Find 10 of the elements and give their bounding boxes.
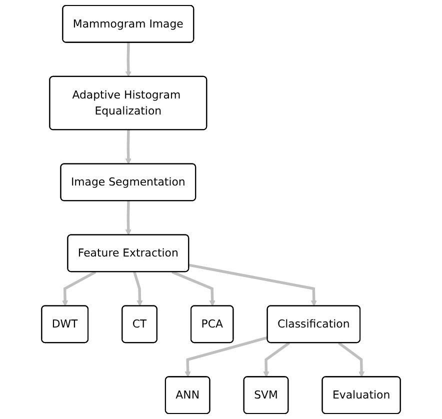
arrow	[188, 264, 317, 306]
arrow	[172, 270, 216, 306]
arrow	[125, 130, 132, 164]
arrow	[125, 200, 132, 236]
arrow	[62, 270, 96, 306]
arrow	[184, 336, 268, 378]
arrow	[338, 342, 365, 378]
arrow	[133, 272, 143, 306]
arrow	[263, 342, 290, 378]
arrow	[125, 42, 132, 78]
